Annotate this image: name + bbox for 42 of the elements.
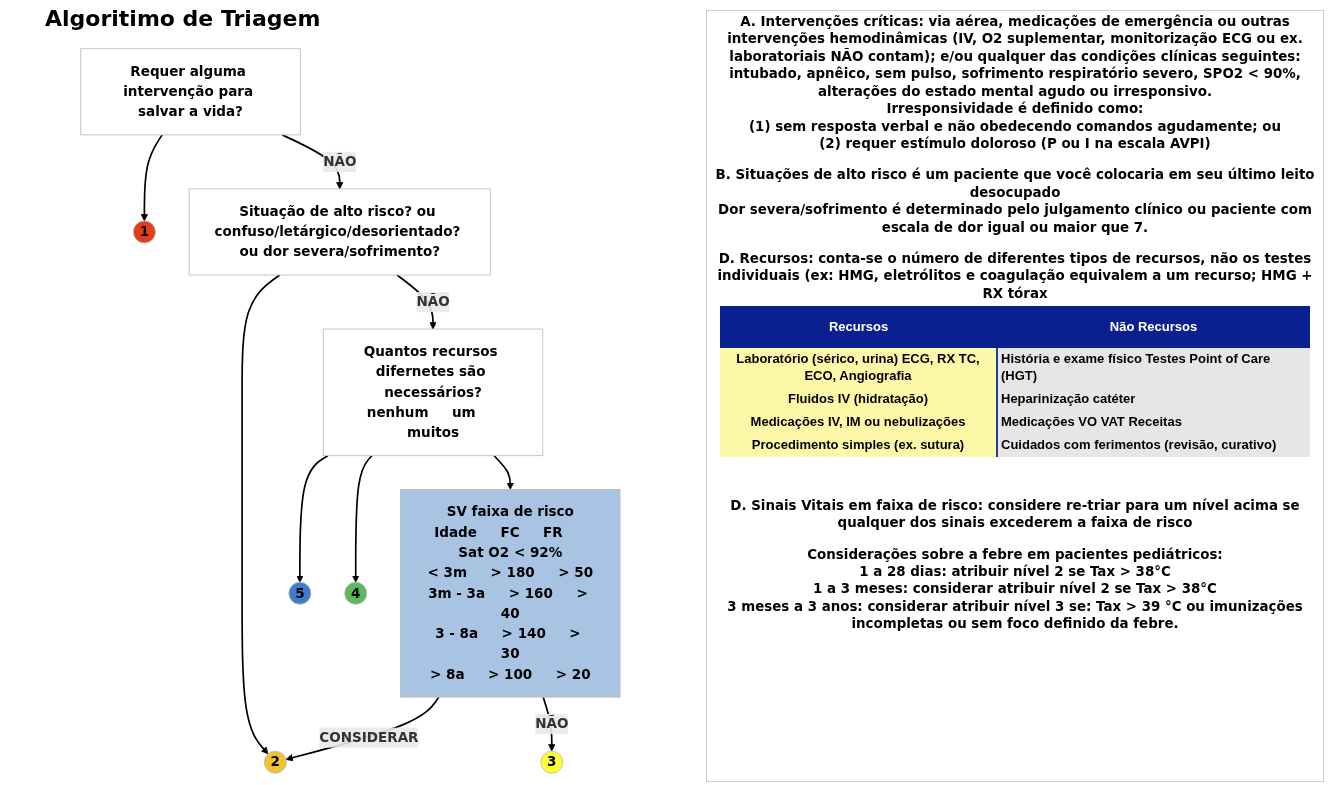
definition-heading: Irresponsividade é definido como:	[885, 100, 1145, 118]
node-circle: 1	[132, 220, 156, 244]
arrow	[140, 134, 163, 222]
node-circle: 3	[539, 750, 563, 774]
table-cell: História e exame físico Testes Point of Care (HGT)	[997, 348, 1310, 389]
table-cell: Cuidados com ferimentos (revisão, curativo)	[997, 433, 1310, 457]
node-circle: 4	[343, 581, 367, 605]
arrow	[285, 696, 440, 762]
note-text: D. Sinais Vitais em faixa de risco: considere re-triar para um nível acima se qualquer dos sinais excederem a faixa de risco	[729, 496, 1301, 532]
edge-label: CONSIDERAR	[318, 729, 419, 746]
title: Algoritimo de Triagem	[45, 6, 321, 31]
node-box: Situação de alto risco? ou confuso/letárgico/desorientado? ou dor severa/sofrimento?	[188, 188, 491, 276]
table-cell: Fluidos IV (hidratação)	[720, 388, 997, 411]
note-text: 1 a 3 meses: considerar atribuir nível 2 se Tax > 38°C	[812, 580, 1218, 598]
note-text: Dor severa/sofrimento é determinado pelo julgamento clínico ou paciente com escala de dor igual ou maior que 7.	[717, 201, 1313, 237]
node-box: Requer alguma intervenção para salvar a vida?	[79, 48, 301, 136]
note-text: A. Intervenções críticas: via aérea, medicações de emergência ou outras intervenções hemodinâmicas (IV, O2 suplementar, monitorização ECG ou ex. laboratoriais NÃO contam); e/ou qualquer das condições clínicas seguintes: intubado, apnêico, sem pulso, sofrimento respiratório severo, SPO2 < 90%, alterações do estado mental agudo ou irresponsivo.	[726, 13, 1304, 101]
note-text: 1 a 28 dias: atribuir nível 2 se Tax > 38°C	[858, 563, 1172, 581]
table-cell: Heparinização catéter	[997, 388, 1310, 411]
column-header: Não Recursos	[997, 306, 1310, 349]
edge-label: NÃO	[322, 153, 356, 170]
table-cell: Procedimento simples (ex. sutura)	[720, 433, 997, 457]
table-cell: Medicações IV, IM ou nebulizações	[720, 411, 997, 434]
note-text: D. Recursos: conta-se o número de diferentes tipos de recursos, não os testes individuais (ex: HMG, eletrólitos e coagulação equivalem a um recurso; HMG + RX tórax	[716, 250, 1314, 303]
note-text: B. Situações de alto risco é um paciente que você colocaria em seu último leito desocupado	[714, 166, 1316, 202]
arrow	[492, 454, 514, 490]
arrow	[295, 454, 329, 583]
arrow	[240, 274, 281, 755]
column-header: Recursos	[720, 306, 997, 349]
table-cell: Medicações VO VAT Receitas	[997, 411, 1310, 434]
note-heading: Considerações sobre a febre em pacientes pediátricos:	[806, 545, 1224, 564]
table-cell: Laboratório (sérico, urina) ECG, RX TC, ECO, Angiografia	[720, 348, 997, 389]
arrow	[351, 454, 373, 583]
node-circle: 2	[263, 750, 287, 774]
note-text: 3 meses a 3 anos: considerar atribuir nível 3 se: Tax > 39 °C ou imunizações incompletas ou sem foco definido da febre.	[726, 597, 1304, 633]
node-box: SV faixa de risco Idade FC FR Sat O2 < 92% < 3m > 180 > 50 3m - 3a > 160 > 40 3 - 8a > 140 > 30 > 8a > 100 > 20	[399, 489, 621, 698]
note-text: (1) sem resposta verbal e não obedecendo comandos agudamente; ou	[747, 117, 1282, 135]
node-box: Quantos recursos difernetes são necessários? nenhum um muitos	[322, 328, 543, 457]
edge-label: NÃO	[415, 293, 450, 310]
note-text: (2) requer estímulo doloroso (P ou I na escala AVPI)	[818, 134, 1212, 153]
edge-label: NÃO	[534, 715, 569, 732]
node-circle: 5	[288, 581, 311, 605]
